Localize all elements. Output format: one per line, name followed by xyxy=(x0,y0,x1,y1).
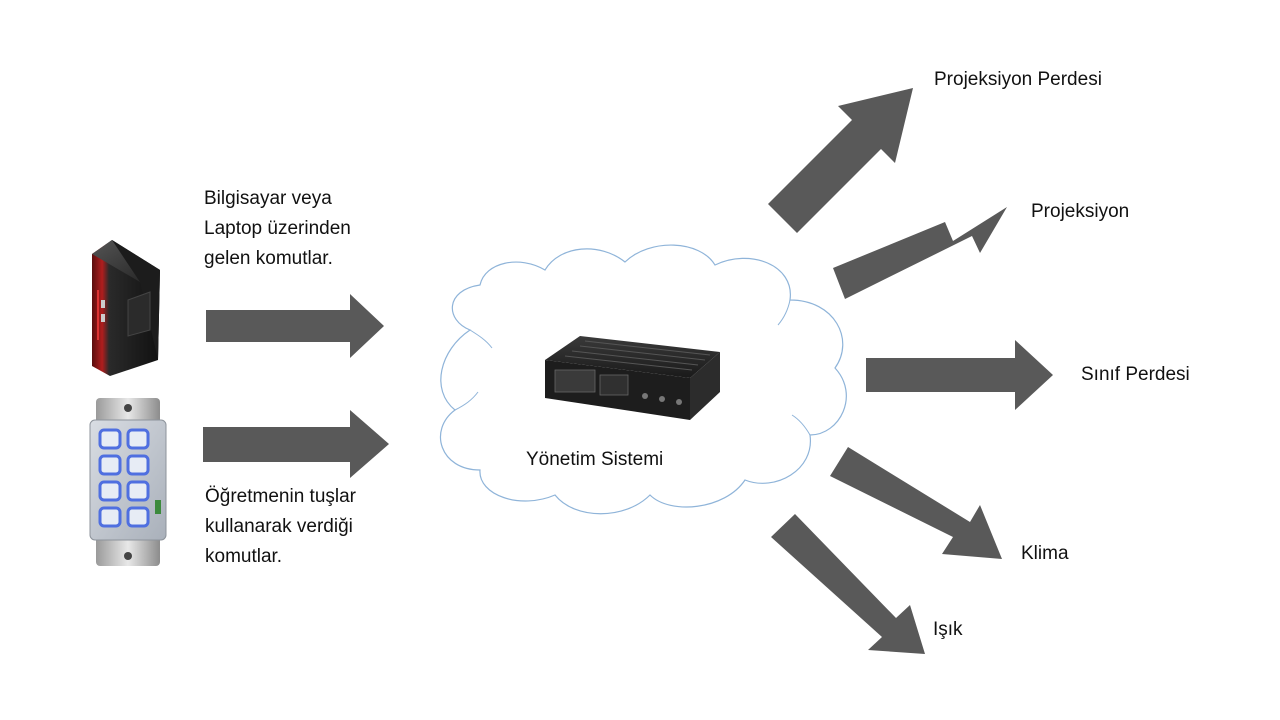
output-label-light: Işık xyxy=(933,619,963,640)
output-arrow-projection-screen xyxy=(768,88,913,233)
keypad-button xyxy=(98,506,122,528)
output-arrow-projector xyxy=(833,207,1007,299)
keypad-icon xyxy=(89,398,167,566)
keypad-button xyxy=(126,454,150,476)
keypad-button xyxy=(126,480,150,502)
keypad-button xyxy=(126,506,150,528)
output-label-air-conditioner: Klima xyxy=(1021,543,1069,564)
output-label-projection-screen: Projeksiyon Perdesi xyxy=(934,69,1102,90)
management-system-label: Yönetim Sistemi xyxy=(526,449,664,470)
output-arrow-air-conditioner xyxy=(830,447,1002,559)
input-arrow-computer xyxy=(206,294,384,358)
output-label-classroom-curtain: Sınıf Perdesi xyxy=(1081,364,1190,385)
output-arrow-classroom-curtain xyxy=(866,340,1053,410)
controller-device-icon xyxy=(545,336,720,420)
output-label-projector: Projeksiyon xyxy=(1031,201,1130,222)
computer-icon xyxy=(92,240,160,376)
keypad-caption: Öğretmenin tuşlar kullanarak verdiği kom… xyxy=(205,486,357,567)
input-arrow-keypad xyxy=(203,410,389,478)
keypad-button xyxy=(98,428,122,450)
computer-caption: Bilgisayar veya Laptop üzerinden gelen k… xyxy=(204,188,351,269)
keypad-button xyxy=(98,454,122,476)
output-arrow-light xyxy=(771,514,925,654)
keypad-button xyxy=(98,480,122,502)
keypad-button xyxy=(126,428,150,450)
